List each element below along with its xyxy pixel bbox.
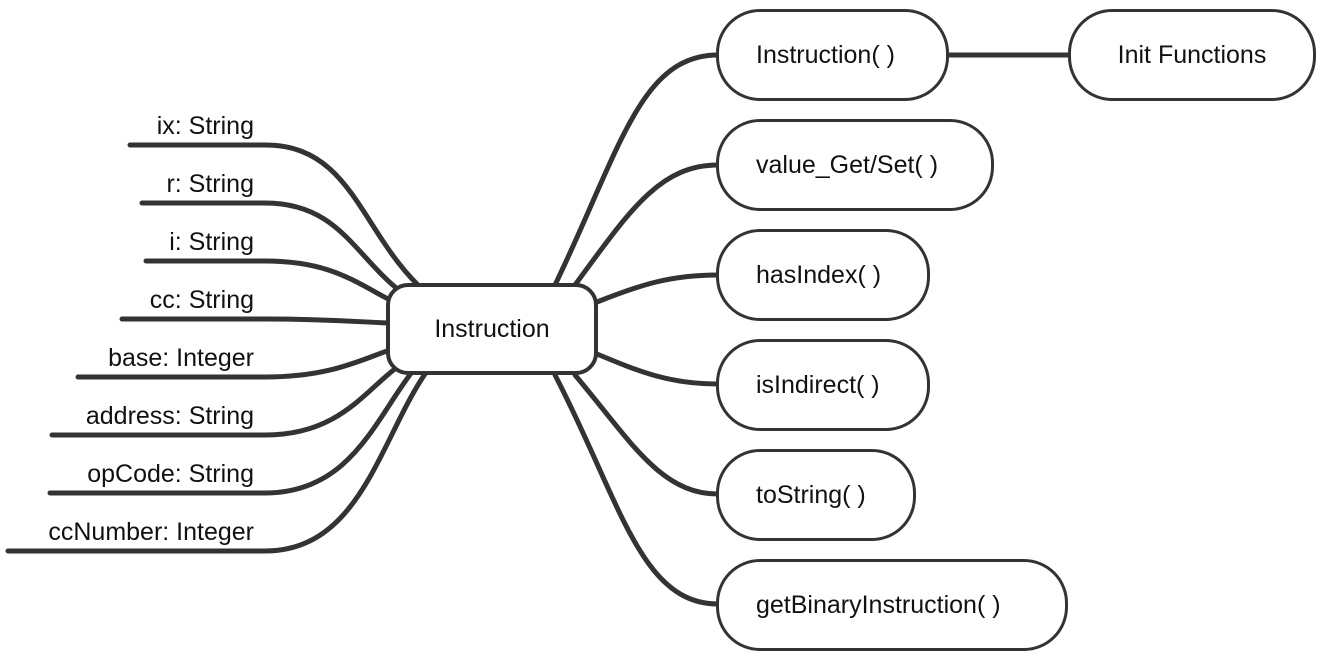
node-init-functions[interactable]: Init Functions (1068, 9, 1316, 101)
connector-method-getbinary (552, 372, 721, 607)
init-functions-label: Init Functions (1117, 40, 1267, 69)
method-node-instruction[interactable]: Instruction( ) (716, 9, 949, 101)
method-label: value_Get/Set( ) (756, 150, 939, 179)
connector-opcode (47, 369, 415, 496)
attribute-r[interactable]: r: String (166, 170, 254, 198)
attribute-ccnumber[interactable]: ccNumber: Integer (48, 518, 254, 546)
connector-method-isindirect (594, 351, 721, 387)
method-label: getBinaryInstruction( ) (756, 590, 1001, 619)
center-node-label: Instruction (434, 314, 550, 343)
method-node-tostring[interactable]: toString( ) (716, 449, 916, 541)
method-node-getbinaryinstruction[interactable]: getBinaryInstruction( ) (716, 559, 1068, 651)
method-label: Instruction( ) (756, 40, 895, 69)
method-label: isIndirect( ) (756, 370, 880, 399)
center-node-instruction[interactable]: Instruction (386, 283, 598, 375)
method-label: toString( ) (756, 480, 866, 509)
connector-r (139, 200, 408, 298)
attribute-base[interactable]: base: Integer (108, 344, 254, 372)
connector-method-hasindex (594, 272, 721, 305)
connector-method-tostring (572, 372, 721, 497)
connector-method-value (572, 162, 721, 288)
method-label: hasIndex( ) (756, 260, 882, 289)
connector-i (143, 258, 393, 303)
method-node-isindirect[interactable]: isIndirect( ) (716, 339, 930, 431)
connector-base (75, 347, 393, 380)
attribute-opcode[interactable]: opCode: String (87, 460, 254, 488)
attribute-address[interactable]: address: String (85, 402, 254, 430)
method-node-value-get-set[interactable]: value_Get/Set( ) (716, 119, 994, 211)
attribute-i[interactable]: i: String (169, 228, 254, 256)
attribute-ix[interactable]: ix: String (156, 112, 254, 140)
connector-method-instruction (552, 52, 721, 288)
connector-ccnumber (5, 371, 428, 554)
attribute-cc[interactable]: cc: String (149, 286, 254, 314)
connector-address (49, 362, 403, 438)
method-node-hasindex[interactable]: hasIndex( ) (716, 229, 930, 321)
connector-cc (119, 316, 391, 326)
connector-ix (127, 142, 421, 288)
